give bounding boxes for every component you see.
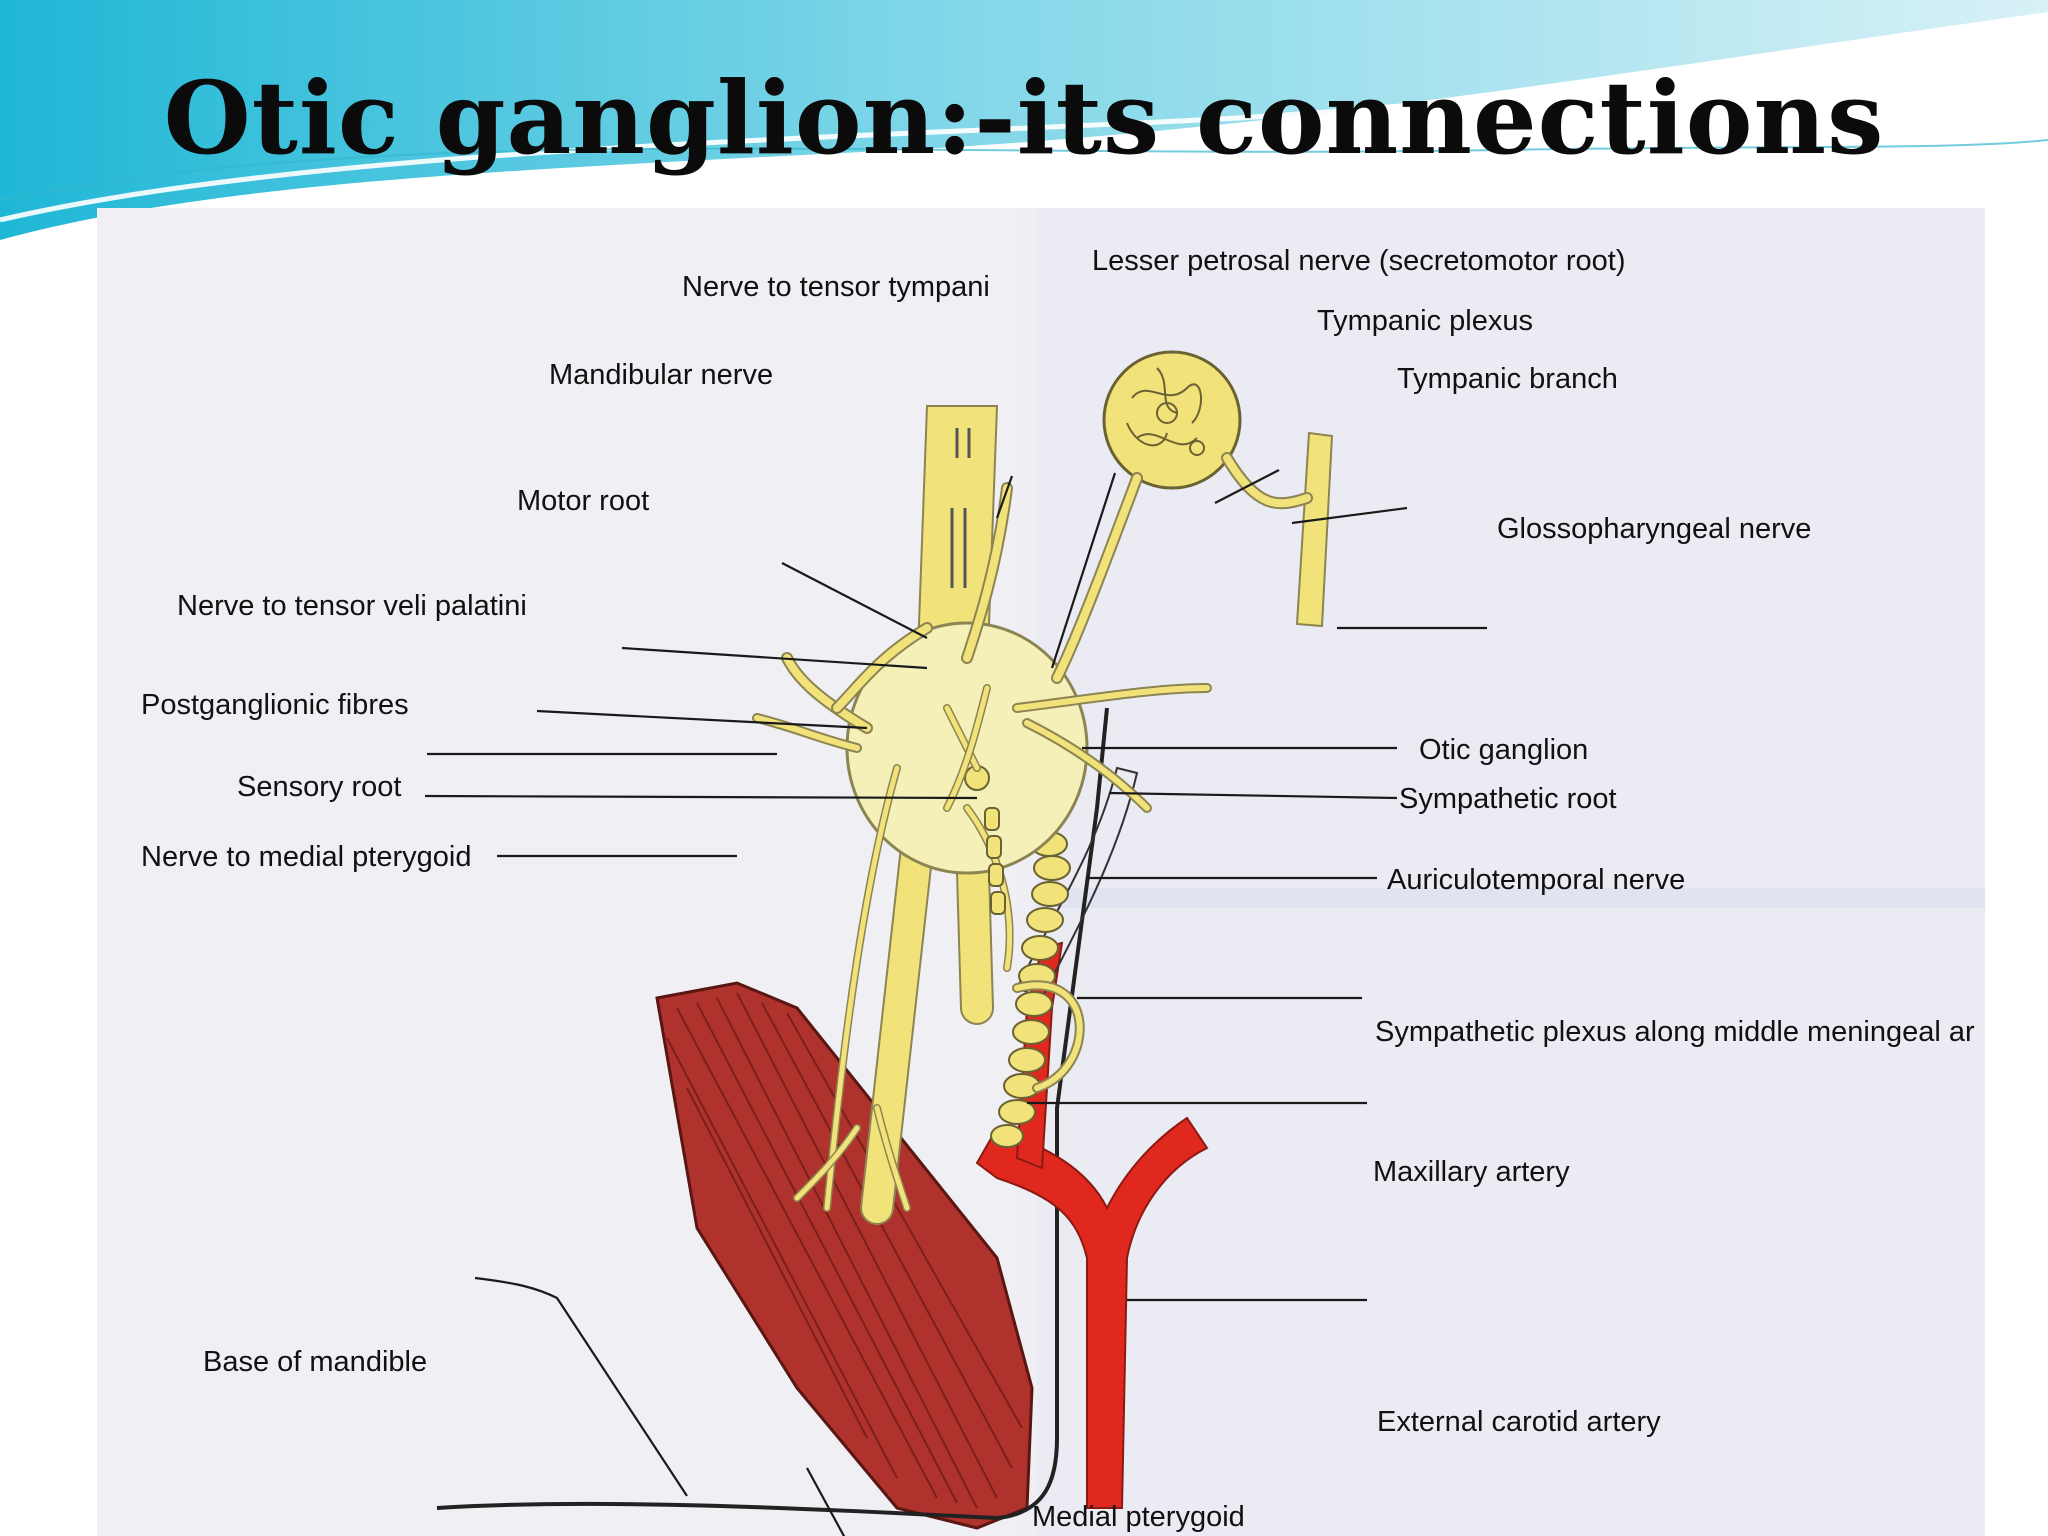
nerve-fibres xyxy=(752,472,1212,1212)
tympanic-plexus xyxy=(1102,350,1242,490)
figure-panel: Nerve to tensor tympani Lesser petrosal … xyxy=(97,208,1985,1536)
label-lesser-petrosal-nerve: Lesser petrosal nerve (secretomotor root… xyxy=(1092,245,1626,277)
label-auriculotemporal-nerve: Auriculotemporal nerve xyxy=(1387,864,1685,896)
label-mandibular-nerve: Mandibular nerve xyxy=(549,359,773,391)
label-glossopharyngeal-nerve: Glossopharyngeal nerve xyxy=(1497,513,1811,545)
label-nerve-to-tensor-tympani: Nerve to tensor tympani xyxy=(682,271,990,303)
label-external-carotid-artery: External carotid artery xyxy=(1377,1406,1661,1438)
label-maxillary-artery: Maxillary artery xyxy=(1373,1156,1570,1188)
glossopharyngeal-nerve-trunk xyxy=(1221,431,1334,628)
leader-lines xyxy=(424,469,1487,1536)
label-medial-pterygoid: Medial pterygoid xyxy=(1032,1501,1245,1533)
label-nerve-to-tensor-veli-palatini: Nerve to tensor veli palatini xyxy=(177,590,527,622)
label-otic-ganglion: Otic ganglion xyxy=(1419,734,1588,766)
label-sensory-root: Sensory root xyxy=(237,771,401,803)
medial-pterygoid-muscle xyxy=(655,981,1034,1530)
label-tympanic-plexus: Tympanic plexus xyxy=(1317,305,1533,337)
label-nerve-to-medial-pterygoid: Nerve to medial pterygoid xyxy=(141,841,471,873)
label-base-of-mandible: Base of mandible xyxy=(203,1346,427,1378)
label-tympanic-branch: Tympanic branch xyxy=(1397,363,1618,395)
mandible-outline xyxy=(436,707,1109,1521)
label-motor-root: Motor root xyxy=(517,485,649,517)
label-sympathetic-root: Sympathetic root xyxy=(1399,783,1617,815)
diagram-labels: Nerve to tensor tympani Lesser petrosal … xyxy=(141,245,1975,1533)
label-sympathetic-plexus: Sympathetic plexus along middle meningea… xyxy=(1375,1016,1975,1048)
otic-ganglion-diagram: Nerve to tensor tympani Lesser petrosal … xyxy=(97,208,1985,1536)
title-wave xyxy=(0,0,2048,240)
label-postganglionic-fibres: Postganglionic fibres xyxy=(141,689,409,721)
title-wave-line xyxy=(0,139,2048,201)
slide-title: Otic ganglion:-its connections xyxy=(163,59,1885,177)
title-wave-highlight xyxy=(0,17,2048,223)
